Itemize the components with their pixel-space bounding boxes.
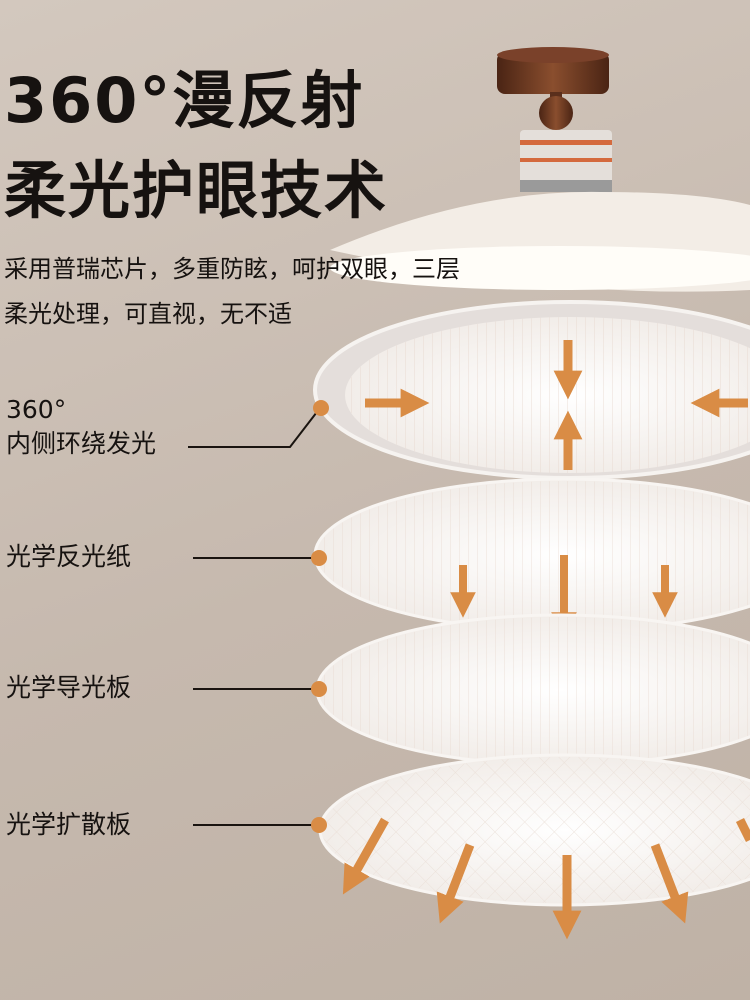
marker-dot: [311, 681, 327, 697]
marker-dot: [311, 550, 327, 566]
headline-line2: 柔光护眼技术: [4, 154, 389, 227]
description-line1: 采用普瑞芯片，多重防眩，呵护双眼，三层: [4, 255, 460, 283]
marker-dot: [313, 400, 329, 416]
leader-lines: [188, 407, 321, 826]
marker-dot: [311, 817, 327, 833]
headline-line1: 360°漫反射: [4, 64, 365, 137]
ceiling-lamp: [330, 47, 750, 292]
layer-label-diffuser: 光学扩散板: [6, 810, 132, 839]
layer-ring-light: [313, 300, 750, 480]
layer-label-ring-light: 360° 内侧环绕发光: [6, 393, 156, 461]
layer-reflective-paper: [313, 477, 750, 638]
layer-label-reflective-paper: 光学反光纸: [6, 542, 132, 571]
layer-label-line2: 内侧环绕发光: [6, 428, 157, 458]
layer-label-light-guide: 光学导光板: [6, 673, 132, 702]
description-line2: 柔光处理，可直视，无不适: [4, 300, 292, 328]
layer-diffuser-plate: [318, 753, 750, 940]
layer-label-line1: 360°: [6, 395, 67, 424]
layer-light-guide-plate: [315, 613, 750, 767]
